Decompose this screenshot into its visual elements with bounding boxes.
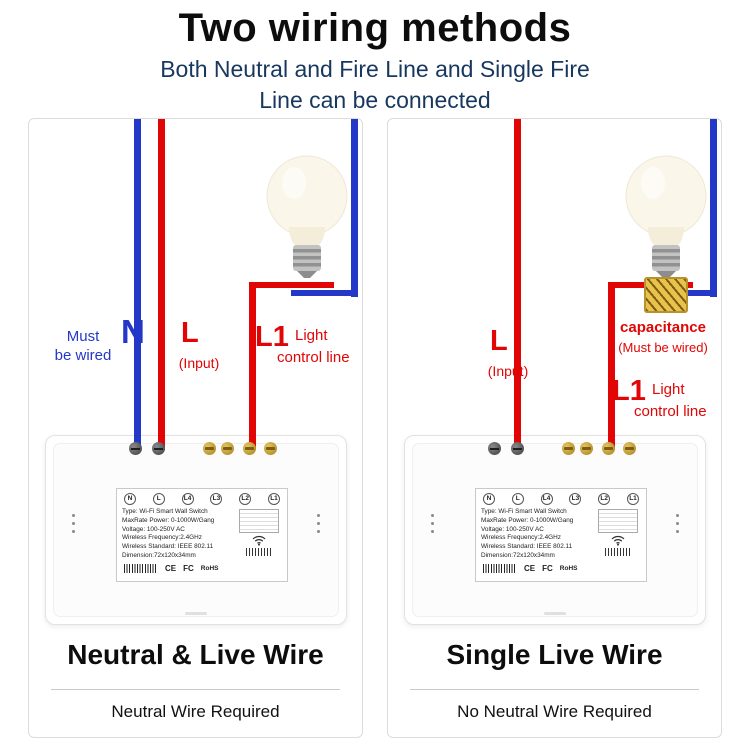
divider — [410, 689, 699, 690]
ce-mark: CE — [165, 563, 177, 573]
light-bulb-icon — [625, 155, 707, 278]
terminal-mark: L1 — [267, 493, 280, 505]
terminal-screw-l4 — [562, 442, 575, 455]
terminal-screw-l4 — [203, 442, 216, 455]
smart-switch: N L L4 L3 L2 L1 Type: Wi-Fi Smart Wall S… — [45, 435, 347, 625]
neutral-return-wire — [351, 119, 358, 297]
touch-indicator-dots — [72, 514, 75, 533]
terminal-mark: L2 — [598, 493, 611, 505]
barcode-icon — [605, 548, 631, 556]
divider — [51, 689, 340, 690]
terminal-screw-l1 — [264, 442, 277, 455]
light-control-sublabel-1: Light — [652, 381, 685, 398]
capacitance-sublabel: (Must be wired) — [618, 340, 708, 355]
terminal-screw-n — [488, 442, 501, 455]
touch-indicator-dots — [676, 514, 679, 533]
warning-text-box — [239, 509, 279, 533]
terminal-markings: N L L4 L3 L2 L1 — [122, 493, 282, 505]
subtitle-line-2: Line can be connected — [259, 87, 491, 113]
light-control-sublabel-2: control line — [634, 403, 707, 420]
panel-neutral-live: Must be wired N L (Input) L1 Light contr… — [28, 118, 363, 738]
capacitor-icon — [644, 277, 688, 313]
panel-requirement: Neutral Wire Required — [111, 702, 280, 721]
terminal-screw-l2 — [602, 442, 615, 455]
barcode-icon — [246, 548, 272, 556]
touch-indicator-dots — [317, 514, 320, 533]
barcode-icon — [483, 563, 517, 573]
light-control-wire — [249, 282, 256, 450]
spec-text: Type: Wi-Fi Smart Wall Switch MaxRate Po… — [481, 508, 574, 559]
terminal-mark: L4 — [540, 493, 553, 505]
rohs-mark: RoHS — [200, 564, 219, 572]
terminal-screw-l1 — [623, 442, 636, 455]
barcode-icon — [124, 563, 158, 573]
warning-text-box — [598, 509, 638, 533]
terminal-screw-l3 — [221, 442, 234, 455]
touch-indicator-dots — [431, 514, 434, 533]
subtitle-line-1: Both Neutral and Fire Line and Single Fi… — [160, 56, 590, 82]
panel-heading: Single Live Wire — [446, 639, 663, 670]
terminal-screw-l2 — [243, 442, 256, 455]
light-control-wire — [608, 282, 615, 450]
light-control-label: L1 — [255, 321, 289, 353]
switch-label-plate: N L L4 L3 L2 L1 Type: Wi-Fi Smart Wall S… — [116, 488, 288, 582]
must-be-wired-label: Must be wired — [54, 328, 112, 364]
page-title: Two wiring methods — [178, 6, 572, 50]
terminal-mark: L3 — [210, 493, 223, 505]
panel-single-live: L (Input) capacitance (Must be wired) L1… — [387, 118, 722, 738]
panel-requirement: No Neutral Wire Required — [457, 702, 652, 721]
bottom-slot — [544, 612, 566, 615]
neutral-return-wire-horizontal — [291, 290, 358, 296]
wifi-icon — [611, 535, 625, 546]
terminal-mark: L1 — [626, 493, 639, 505]
light-control-sublabel-1: Light — [295, 327, 328, 344]
terminal-mark: L4 — [181, 493, 194, 505]
light-bulb-icon — [266, 155, 348, 278]
terminal-screw-l — [511, 442, 524, 455]
terminal-mark: L2 — [239, 493, 252, 505]
neutral-return-wire — [710, 119, 717, 297]
switch-label-plate: N L L4 L3 L2 L1 Type: Wi-Fi Smart Wall S… — [475, 488, 647, 582]
page-subtitle: Both Neutral and Fire Line and Single Fi… — [0, 54, 750, 116]
fc-mark: FC — [542, 563, 553, 573]
light-control-label: L1 — [612, 375, 646, 407]
terminal-mark: N — [124, 493, 136, 505]
bottom-slot — [185, 612, 207, 615]
terminal-mark: L — [511, 493, 524, 505]
terminal-screw-l3 — [580, 442, 593, 455]
capacitance-label: capacitance — [620, 319, 706, 336]
neutral-wire-label: N — [121, 313, 145, 350]
live-wire-sublabel: (Input) — [487, 363, 529, 379]
live-input-wire — [514, 119, 521, 450]
light-control-wire-horizontal — [249, 282, 334, 288]
wifi-icon — [252, 535, 266, 546]
live-wire-label: L — [490, 325, 508, 357]
terminal-markings: N L L4 L3 L2 L1 — [481, 493, 641, 505]
live-input-wire — [158, 119, 165, 450]
live-wire-label: L — [181, 317, 199, 349]
terminal-mark: L3 — [569, 493, 582, 505]
neutral-wire — [134, 119, 141, 450]
terminal-screw-n — [129, 442, 142, 455]
spec-text: Type: Wi-Fi Smart Wall Switch MaxRate Po… — [122, 508, 215, 559]
ce-mark: CE — [524, 563, 536, 573]
fc-mark: FC — [183, 563, 194, 573]
smart-switch: N L L4 L3 L2 L1 Type: Wi-Fi Smart Wall S… — [404, 435, 706, 625]
terminal-mark: N — [483, 493, 495, 505]
live-wire-sublabel: (Input) — [178, 355, 220, 371]
rohs-mark: RoHS — [559, 564, 578, 572]
terminal-screw-l — [152, 442, 165, 455]
terminal-mark: L — [152, 493, 165, 505]
panel-heading: Neutral & Live Wire — [67, 639, 324, 670]
light-control-sublabel-2: control line — [277, 349, 350, 366]
